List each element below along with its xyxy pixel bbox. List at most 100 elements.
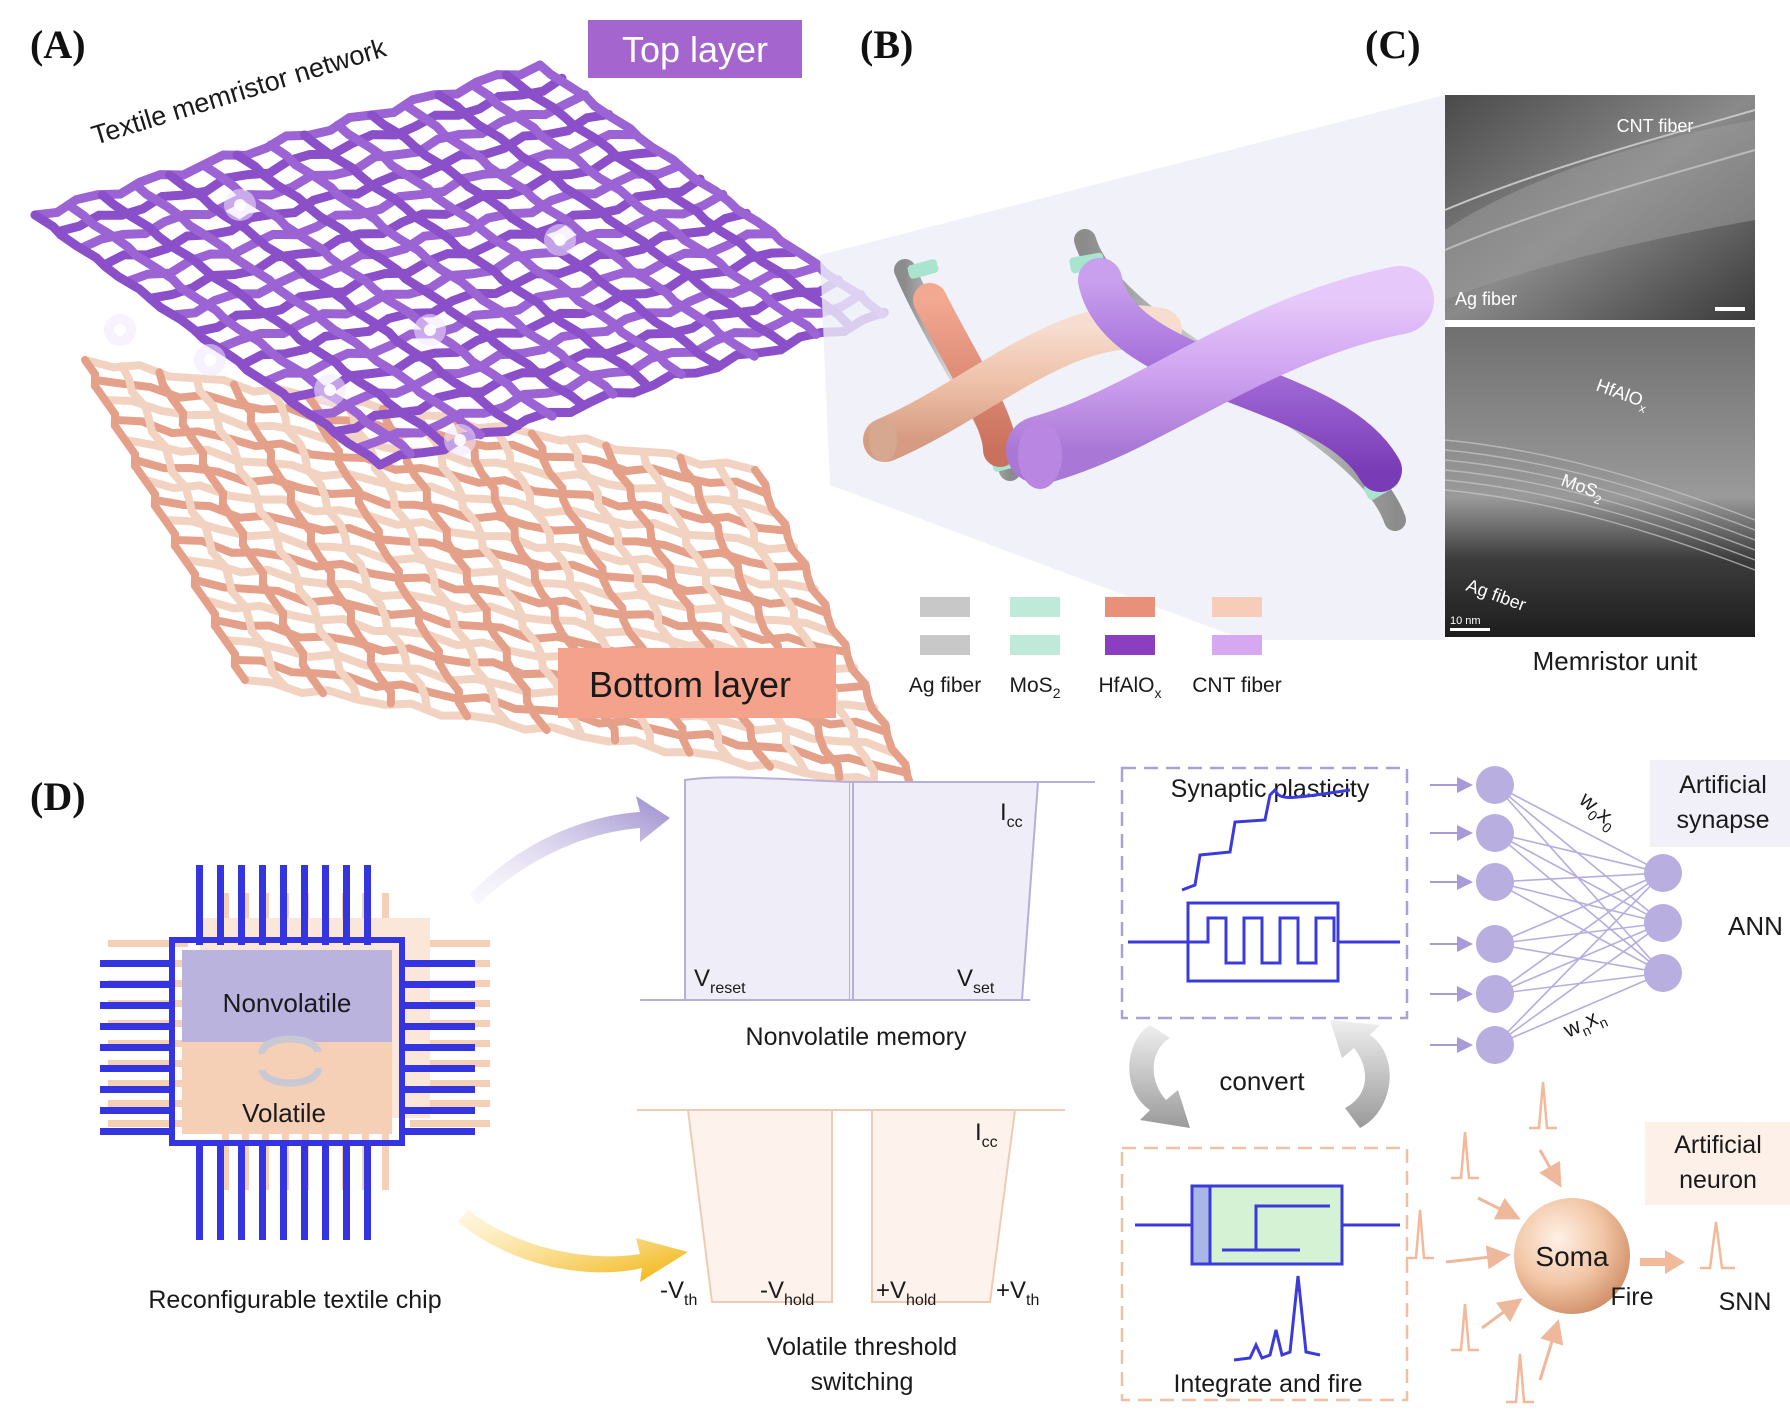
- volatile-label: Volatile: [242, 1098, 326, 1128]
- filament-glow-core: [204, 354, 216, 366]
- volatile-iv-plot: [637, 1109, 1065, 1303]
- top-layer-warp-fiber: [214, 189, 728, 353]
- bottom-layer-weft-fiber: [676, 453, 844, 782]
- chip-pin-back: [410, 1060, 490, 1067]
- potentiation-trace: [1181, 787, 1351, 892]
- top-layer-weft-fiber: [131, 180, 485, 440]
- chip-pin-back: [410, 1040, 490, 1047]
- top-layer-weft-fiber: [333, 120, 686, 380]
- top-layer-warp-fiber: [329, 275, 843, 437]
- legend-swatch-top: [1105, 597, 1155, 617]
- chip-pin: [238, 1140, 245, 1240]
- memristor-unit-caption: Memristor unit: [1533, 646, 1698, 676]
- volatile-icc-label: Icc: [975, 1119, 998, 1151]
- top-layer-warp-fiber: [122, 129, 638, 287]
- ann-synapse-line: [1494, 832, 1664, 874]
- tem-scale-label: 10 nm: [1450, 615, 1481, 627]
- threshold-switch-symbol: [1135, 1184, 1400, 1266]
- chip-pin: [100, 1002, 175, 1009]
- chip-pin: [322, 1140, 329, 1240]
- bottom-layer-weft-fiber: [229, 380, 396, 708]
- legend-swatch-top: [1010, 597, 1060, 617]
- input-spike: [1506, 1353, 1534, 1404]
- input-spike: [1406, 1209, 1434, 1260]
- top-layer-weft-fiber: [468, 80, 821, 339]
- chip-pin: [343, 1140, 350, 1240]
- chip-pin: [259, 865, 266, 945]
- nonvolatile-label: Nonvolatile: [223, 988, 352, 1018]
- ann-label: ANN: [1728, 911, 1783, 941]
- bottom-layer-label: Bottom layer: [589, 664, 791, 705]
- output-spike: [1700, 1221, 1735, 1270]
- bottom-layer-weft-fiber: [416, 411, 586, 740]
- panel-label-d: (D): [30, 774, 86, 819]
- spike-to-soma-arrow: [1538, 1149, 1562, 1188]
- chip-pin-back: [108, 1040, 188, 1047]
- spike-to-soma-arrow: [1445, 1245, 1511, 1270]
- fire-label: Fire: [1610, 1283, 1653, 1311]
- filament-glows: [104, 189, 576, 456]
- legend-label: CNT fiber: [1192, 674, 1281, 697]
- ann-input-neuron: [1476, 1026, 1514, 1064]
- bottom-layer-weft-fiber: [304, 392, 472, 721]
- bottom-layer-weft-fiber: [118, 362, 290, 692]
- ann-synapse-line: [1494, 881, 1664, 924]
- bottom-layer-weft-fiber: [751, 466, 916, 794]
- chip-pin: [100, 1086, 175, 1093]
- tem-scale-bar: [1450, 628, 1490, 631]
- filament-glow-core: [324, 384, 336, 396]
- nonvolatile-region: [182, 950, 392, 1042]
- artificial-neuron-line2: neuron: [1679, 1166, 1757, 1194]
- bottom-layer-weft-fiber: [639, 447, 810, 777]
- legend-swatch-bottom: [1010, 635, 1060, 655]
- panel-label-c: (C): [1365, 22, 1421, 67]
- top-layer-weft-fiber: [266, 140, 618, 399]
- top-layer-weft-fiber: [434, 90, 791, 351]
- convert-arrow-right: [1330, 1020, 1390, 1128]
- top-layer-warp-fiber: [352, 289, 866, 453]
- legend-swatch-bottom: [1212, 635, 1262, 655]
- chip-pin: [400, 1023, 475, 1030]
- chip-pin-back: [410, 1080, 490, 1087]
- synaptic-plasticity-box: [1120, 766, 1409, 1020]
- chip-pin: [400, 981, 475, 988]
- chip-pin: [280, 865, 287, 945]
- top-layer-warp-fiber: [260, 229, 776, 387]
- chip-pin: [100, 1023, 175, 1030]
- neg-vth-label: -Vth: [660, 1277, 697, 1309]
- artificial-neuron-badge: [1645, 1122, 1790, 1205]
- input-spike: [1451, 1131, 1479, 1180]
- bottom-layer-weft-fiber: [155, 368, 328, 698]
- chip-pin-back: [108, 940, 188, 947]
- chip-pin: [100, 1107, 175, 1114]
- top-layer-warp-fiber: [145, 147, 661, 303]
- ann-input-neuron: [1476, 766, 1514, 804]
- chip-pin: [217, 1140, 224, 1240]
- volatile-region: [182, 1042, 392, 1134]
- ann-input-neuron: [1476, 863, 1514, 901]
- pulse-train-symbol: [1128, 901, 1400, 983]
- ann-synapse-line: [1494, 784, 1664, 924]
- top-layer-warp-fiber: [76, 90, 590, 253]
- top-layer-weft-fiber: [501, 70, 852, 329]
- chip-pin: [400, 1107, 475, 1114]
- legend-swatch-bottom: [1105, 635, 1155, 655]
- top-layer-weft-fiber: [64, 200, 415, 459]
- legend-swatch-top: [920, 597, 970, 617]
- chip-pin: [400, 1128, 475, 1135]
- zoom-wedge: [820, 95, 1445, 640]
- top-layer-weft-fiber: [97, 190, 449, 449]
- artificial-neuron-line1: Artificial: [1674, 1131, 1762, 1159]
- chip-pin: [196, 1140, 203, 1240]
- nonvolatile-memory-caption: Nonvolatile memory: [746, 1023, 967, 1051]
- chip-pin: [100, 1128, 175, 1135]
- chip-pin: [322, 865, 329, 945]
- artificial-synapse-badge: [1650, 760, 1790, 847]
- top-layer-weft-fiber: [198, 160, 557, 421]
- snn-label: SNN: [1719, 1288, 1772, 1316]
- wnxn-label: wnxn: [1559, 1002, 1611, 1047]
- artificial-synapse-line2: synapse: [1676, 806, 1769, 834]
- arrow-to-nonvolatile: [470, 796, 670, 905]
